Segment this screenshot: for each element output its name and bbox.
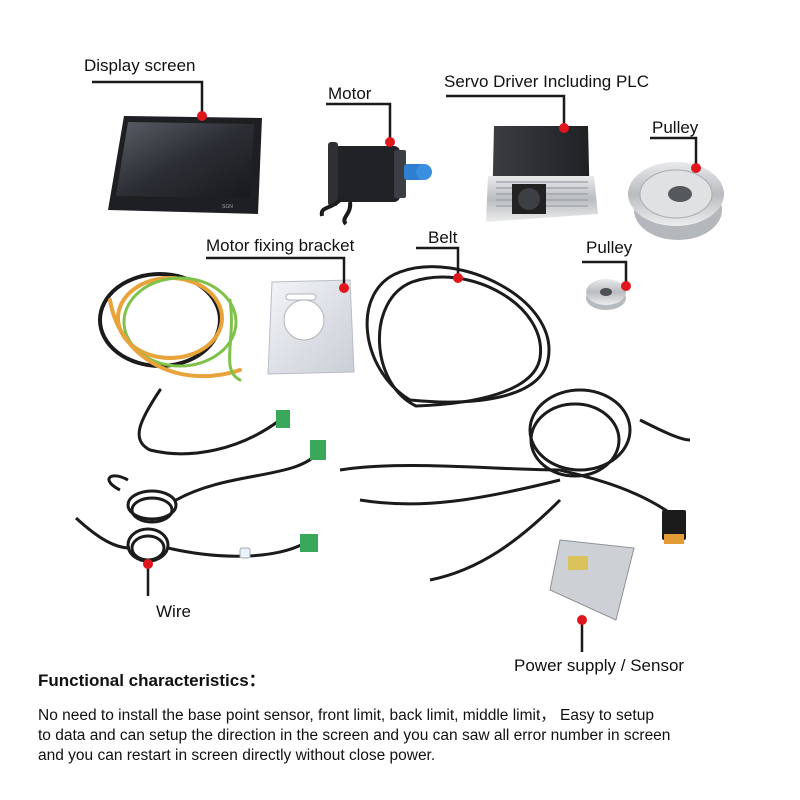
label-markers bbox=[143, 111, 701, 625]
description-line: and you can restart in screen directly w… bbox=[38, 747, 436, 764]
functional-description: No need to install the base point sensor… bbox=[38, 706, 778, 766]
label-wire: Wire bbox=[156, 602, 191, 621]
label-belt: Belt bbox=[428, 228, 458, 247]
label-display-screen: Display screen bbox=[84, 56, 196, 75]
sensor-harness bbox=[339, 388, 691, 582]
pulley-small bbox=[586, 279, 626, 310]
label-motor-bracket: Motor fixing bracket bbox=[206, 236, 355, 255]
label-pulley-small: Pulley bbox=[586, 238, 633, 257]
belt bbox=[365, 265, 551, 408]
functional-heading: Functional characteristics： bbox=[38, 671, 266, 690]
motor-fixing-bracket bbox=[267, 279, 355, 375]
power-supply bbox=[549, 510, 686, 621]
motor-cables bbox=[98, 272, 282, 456]
description-line: to data and can setup the direction in t… bbox=[38, 727, 671, 744]
leader-lines bbox=[92, 80, 698, 652]
description-line: No need to install the base point sensor… bbox=[38, 707, 654, 724]
pulley-large bbox=[628, 162, 724, 240]
label-power-supply: Power supply / Sensor bbox=[514, 656, 685, 675]
label-motor: Motor bbox=[328, 84, 372, 103]
label-pulley-large: Pulley bbox=[652, 118, 699, 137]
servo-driver bbox=[486, 126, 598, 222]
label-servo-driver: Servo Driver Including PLC bbox=[444, 72, 650, 91]
screen-brand: SGN bbox=[222, 204, 233, 210]
sensor-connectors bbox=[239, 410, 326, 559]
motor bbox=[319, 142, 432, 226]
display-screen: SGN bbox=[108, 116, 262, 214]
wire-coils bbox=[74, 449, 322, 563]
